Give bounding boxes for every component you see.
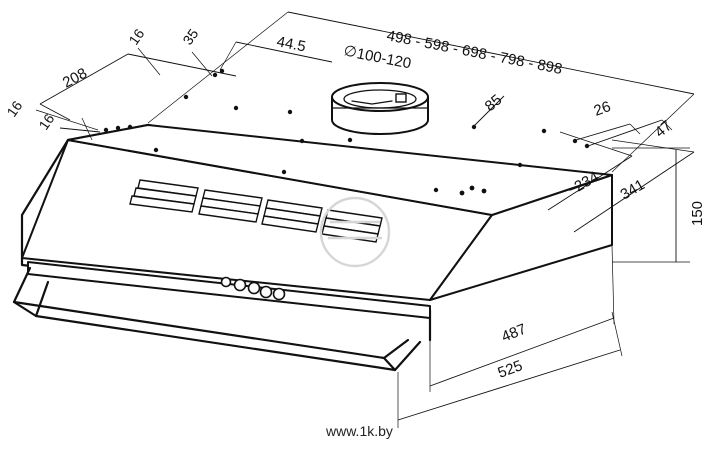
label-duct-diameter-symbol: ∅ <box>342 42 358 61</box>
label-44-5: 44.5 <box>275 33 307 55</box>
hood-top-plate <box>67 124 613 216</box>
label-47: 47 <box>652 117 676 141</box>
front-visor <box>12 261 431 372</box>
label-widths: 498 - 598 - 698 - 798 - 898 <box>385 27 563 78</box>
label-26: 26 <box>592 98 613 120</box>
duct-outlet <box>331 82 429 135</box>
label-85: 85 <box>482 91 506 115</box>
watermark-text: www.1k.by <box>325 423 393 439</box>
label-16-left: 16 <box>3 98 25 120</box>
label-341: 341 <box>618 176 648 203</box>
knob-3[interactable] <box>259 285 273 299</box>
knob-1[interactable] <box>233 278 247 292</box>
knob-2[interactable] <box>247 281 261 295</box>
label-150: 150 <box>689 201 706 226</box>
label-35: 35 <box>179 26 201 48</box>
label-duct-diameter: 100-120 <box>355 45 412 72</box>
indicator-light <box>220 276 232 288</box>
label-208: 208 <box>60 65 90 92</box>
watermark-logo <box>319 196 391 268</box>
label-487: 487 <box>499 321 529 346</box>
label-16-top: 16 <box>125 26 147 48</box>
control-panel <box>220 276 286 301</box>
label-525: 525 <box>496 357 525 382</box>
knob-4[interactable] <box>272 287 286 301</box>
dimension-lines <box>35 11 695 428</box>
label-16-front: 16 <box>35 111 57 133</box>
